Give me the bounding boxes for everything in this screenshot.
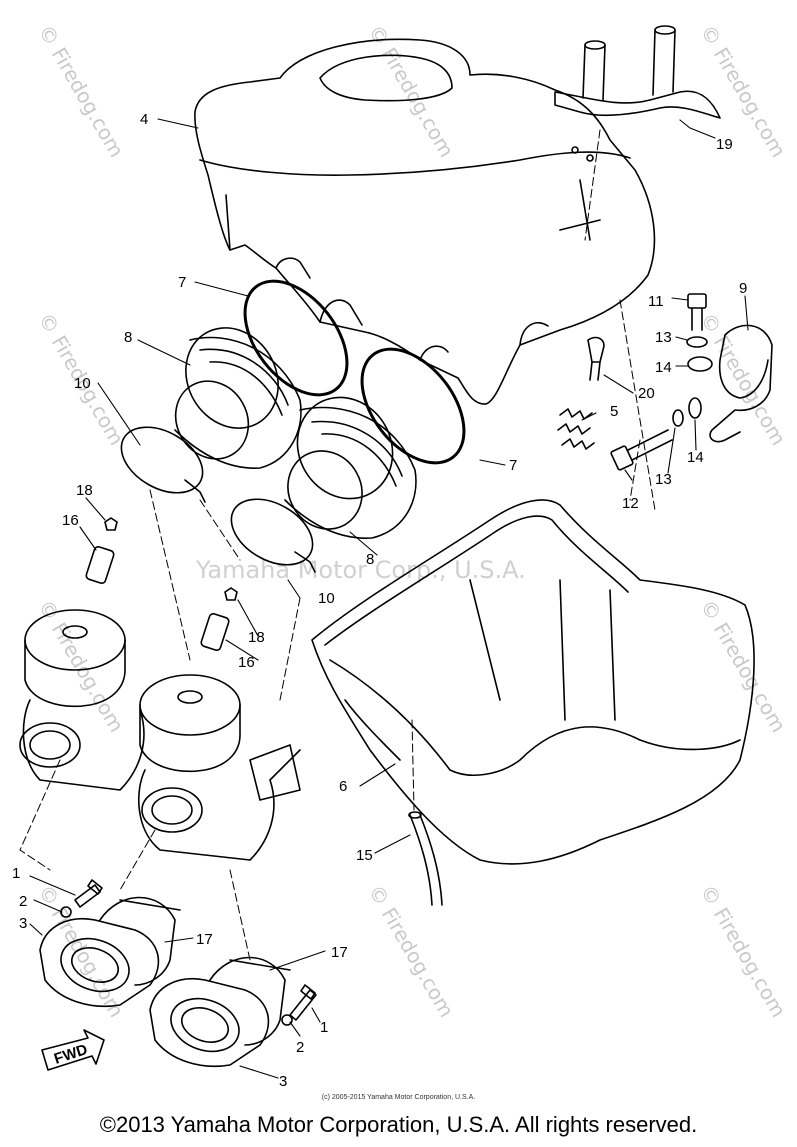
label-6: 6 [339, 778, 347, 795]
label-20: 20 [638, 385, 655, 402]
guide-lines [19, 129, 656, 961]
label-19: 19 [716, 136, 733, 153]
label-3-upper: 3 [19, 915, 27, 932]
fwd-arrow [41, 1029, 105, 1071]
clamp-10-lower [230, 498, 316, 573]
clamp-10-upper [120, 426, 206, 503]
label-8-upper: 8 [124, 329, 132, 346]
parts-diagram: © Firedog.com © Firedog.com © Firedog.co… [12, 21, 791, 1091]
bolt-12 [610, 429, 673, 471]
watermark-top-mid: © Firedog.com [364, 21, 459, 162]
grommet-20 [587, 336, 605, 381]
label-17-upper: 17 [196, 931, 213, 948]
clip-18-left [104, 517, 118, 531]
label-8-lower: 8 [366, 551, 374, 568]
cap-16-right [200, 612, 230, 652]
label-10-lower: 10 [318, 590, 335, 607]
washer-14-upper [687, 356, 713, 372]
washer-14-lower [688, 397, 702, 419]
carburetor-right [137, 674, 301, 861]
air-cleaner-case [194, 38, 656, 405]
watermark-center: Yamaha Motor Corp., U.S.A. [195, 556, 526, 584]
watermark-bottom-mid: © Firedog.com [364, 881, 459, 1022]
carburetor-left [19, 609, 145, 791]
watermarks: © Firedog.com © Firedog.com © Firedog.co… [34, 21, 791, 1022]
bolt-1-lower [289, 984, 317, 1021]
label-11: 11 [648, 293, 664, 310]
part-labels: 4 19 7 8 10 11 9 13 14 20 5 7 13 14 12 1… [12, 111, 747, 1090]
ring-7-lower [360, 347, 466, 465]
clip-18-right [224, 587, 238, 601]
watermark-bottom-right: © Firedog.com [696, 881, 791, 1022]
label-1-upper: 1 [12, 865, 20, 882]
air-cleaner-lower-case [311, 499, 755, 865]
label-7-lower: 7 [509, 457, 517, 474]
watermark-top-right: © Firedog.com [696, 21, 791, 162]
label-12: 12 [622, 495, 639, 512]
watermark-mid-right: © Firedog.com [696, 309, 791, 450]
manifold-upper [39, 896, 181, 1008]
washer-13-lower [672, 409, 684, 427]
label-2-lower: 2 [296, 1039, 304, 1056]
bracket-9 [709, 324, 773, 443]
washer-2-lower [281, 1014, 293, 1026]
label-1-lower: 1 [320, 1019, 328, 1036]
label-16-lower: 16 [238, 654, 255, 671]
hose-15 [409, 814, 443, 906]
label-18-lower: 18 [248, 629, 265, 646]
ring-7-upper [243, 279, 349, 397]
cap-16-left [85, 545, 115, 585]
label-5: 5 [610, 403, 618, 420]
copyright-notice: ©2013 Yamaha Motor Corporation, U.S.A. A… [99, 1112, 698, 1137]
fine-print: (c) 2005-2015 Yamaha Motor Corporation, … [321, 1094, 476, 1101]
watermark-low-right: © Firedog.com [696, 596, 791, 737]
bolt-11 [687, 293, 707, 331]
label-7-upper: 7 [178, 274, 186, 291]
watermark-bottom-left: © Firedog.com [34, 881, 129, 1022]
manifold-lower [149, 956, 291, 1068]
spring-5 [557, 408, 595, 450]
bracket-19 [554, 25, 721, 119]
line-art [19, 25, 773, 1079]
label-13-lower: 13 [655, 471, 672, 488]
label-14-upper: 14 [655, 359, 672, 376]
label-15: 15 [356, 847, 373, 864]
leader-lines [29, 118, 749, 1079]
fwd-label: FWD [52, 1041, 90, 1068]
washer-13-upper [686, 336, 708, 348]
joint-8-upper [174, 327, 302, 469]
label-10-upper: 10 [74, 375, 91, 392]
label-9: 9 [739, 280, 747, 297]
label-18-upper: 18 [76, 482, 93, 499]
label-17-lower: 17 [331, 944, 348, 961]
label-13-upper: 13 [655, 329, 672, 346]
joint-8-lower [284, 396, 417, 539]
label-4: 4 [140, 111, 148, 128]
label-3-lower: 3 [279, 1073, 287, 1090]
label-14-lower: 14 [687, 449, 704, 466]
bolt-1-upper [74, 879, 103, 908]
watermark-top-left: © Firedog.com [34, 21, 129, 162]
label-16-upper: 16 [62, 512, 79, 529]
label-2-upper: 2 [19, 893, 27, 910]
